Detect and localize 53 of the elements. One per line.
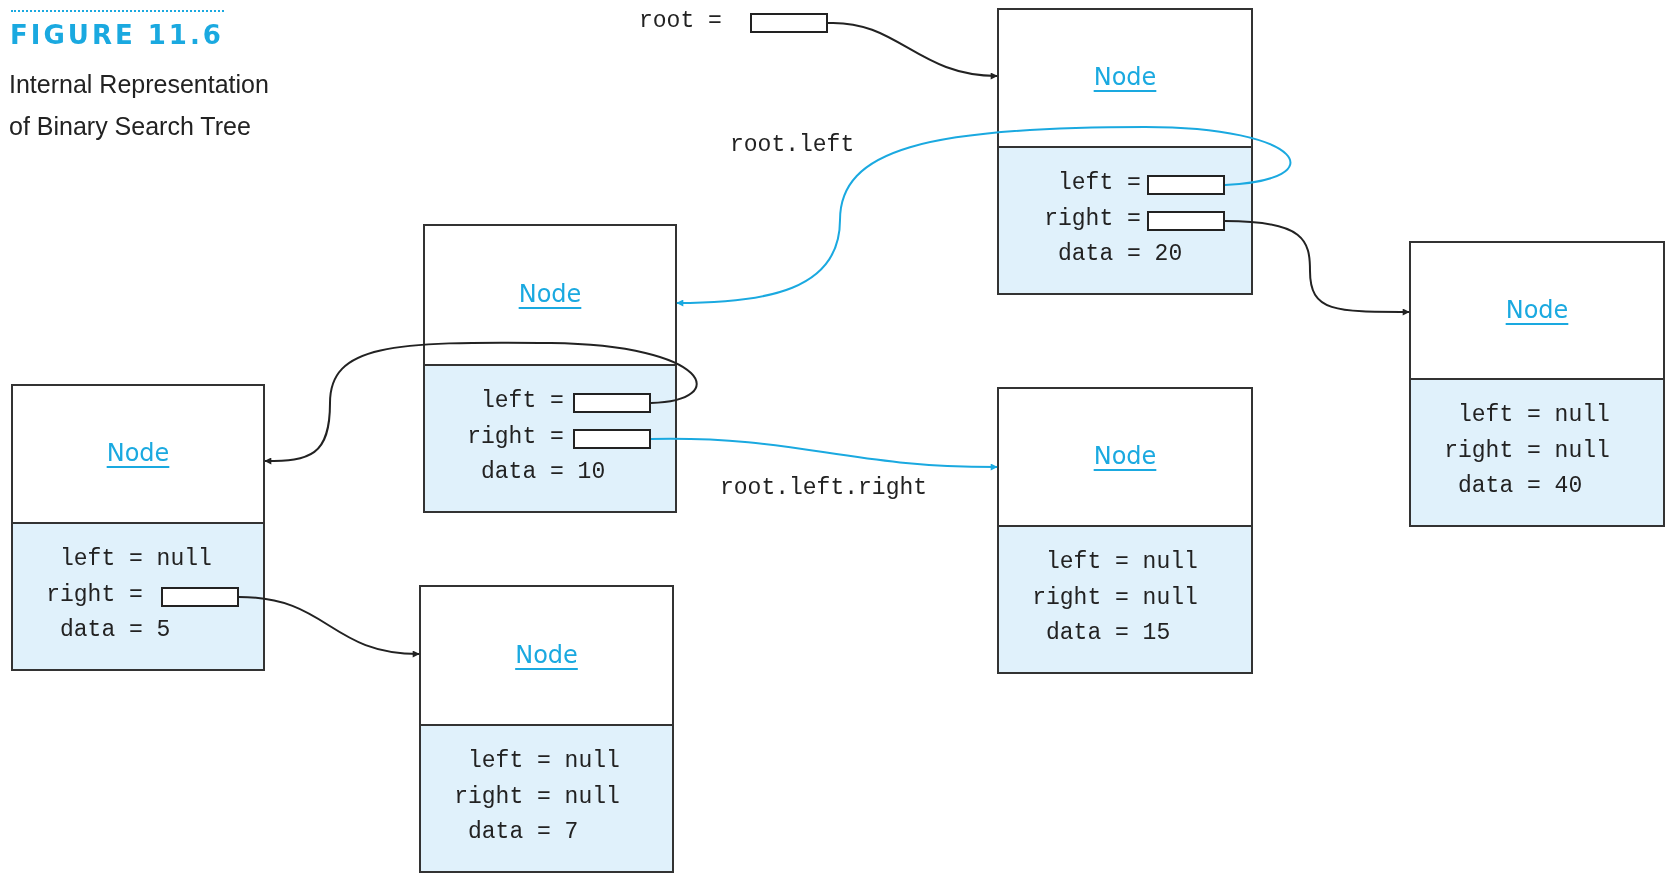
field-text: data = 10 [481,459,606,485]
field-panel [419,724,674,873]
field-text: left = null [60,546,212,572]
field-text: right = [1044,206,1141,232]
pointer-box [573,393,651,413]
field-text: left = [1058,170,1141,196]
field-text: data = 15 [1046,620,1171,646]
variable-label: root = [639,8,722,34]
field-panel [997,146,1253,295]
arrow [827,22,998,80]
arrow [238,596,420,658]
node-label: Node [106,439,170,467]
field-text: right = null [1032,585,1198,611]
edge-label: root.left.right [720,475,928,501]
node-label: Node [1505,295,1569,324]
field-panel [1409,378,1665,527]
pointer-box [573,429,651,449]
arrow [1224,220,1410,316]
field-text: right = null [454,784,620,810]
field-text: right = [467,424,564,450]
field-text: left = [481,388,564,414]
pointer-box [1147,211,1225,231]
field-panel [997,525,1253,674]
node-box [1409,241,1665,527]
node-box [11,384,265,671]
field-text: left = null [1458,402,1610,428]
field-text: data = 5 [60,617,171,643]
node-label: Node [1093,442,1157,470]
figure-caption: Internal Representation of Binary Search Tree [9,69,270,142]
node-box [419,585,674,873]
pointer-box [161,587,239,607]
arrow [650,437,998,471]
node-box [997,8,1253,295]
field-text: data = 40 [1458,473,1583,499]
node-box [997,387,1253,674]
field-text: data = 20 [1058,241,1183,267]
node-label: Node [515,640,578,669]
node-box [423,224,677,513]
pointer-box [750,13,828,33]
field-panel [423,364,677,513]
arrow [264,341,698,465]
figure-title: FIGURE 11.6 [10,20,224,50]
field-panel [11,522,265,671]
pointer-box [1147,175,1225,195]
node-label: Node [518,280,582,308]
edge-label: root.left [730,132,855,158]
field-text: left = null [468,748,620,774]
field-text: right = null [1444,438,1610,464]
node-label: Node [1093,63,1157,91]
arrow [676,126,1292,307]
field-text: data = 7 [468,819,579,845]
field-text: right = [46,582,143,608]
field-text: left = null [1046,549,1198,575]
